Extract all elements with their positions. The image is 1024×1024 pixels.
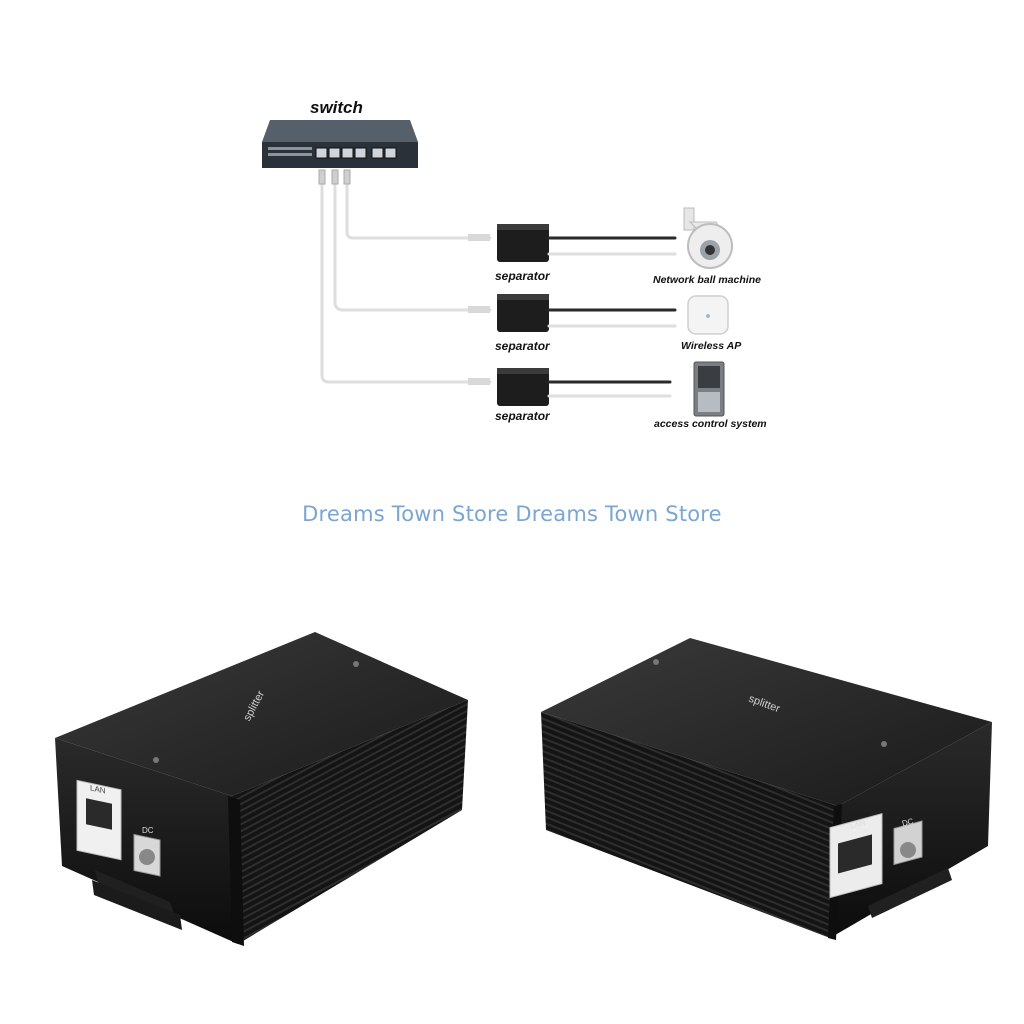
separator-1 [468, 224, 549, 262]
separator-label-2: separator [495, 339, 550, 353]
ptz-camera-icon [683, 207, 733, 269]
splitter-product-right [541, 638, 992, 940]
poe-switch [262, 120, 418, 168]
device-label-camera: Network ball machine [653, 274, 761, 286]
separator-label-1: separator [495, 269, 550, 283]
separator-label-3: separator [495, 409, 550, 423]
access-control-icon [693, 361, 725, 417]
switch-label: switch [310, 98, 363, 117]
splitter-product-left [55, 632, 468, 946]
separator-3 [468, 368, 549, 406]
wireless-ap-icon [687, 295, 729, 335]
product-left-dc-label: DC [142, 826, 154, 835]
store-watermark: Dreams Town Store Dreams Town Store [302, 502, 722, 526]
separator-2 [468, 294, 549, 332]
device-label-access: access control system [654, 418, 767, 430]
cables [320, 170, 492, 384]
device-label-ap: Wireless AP [681, 340, 742, 352]
